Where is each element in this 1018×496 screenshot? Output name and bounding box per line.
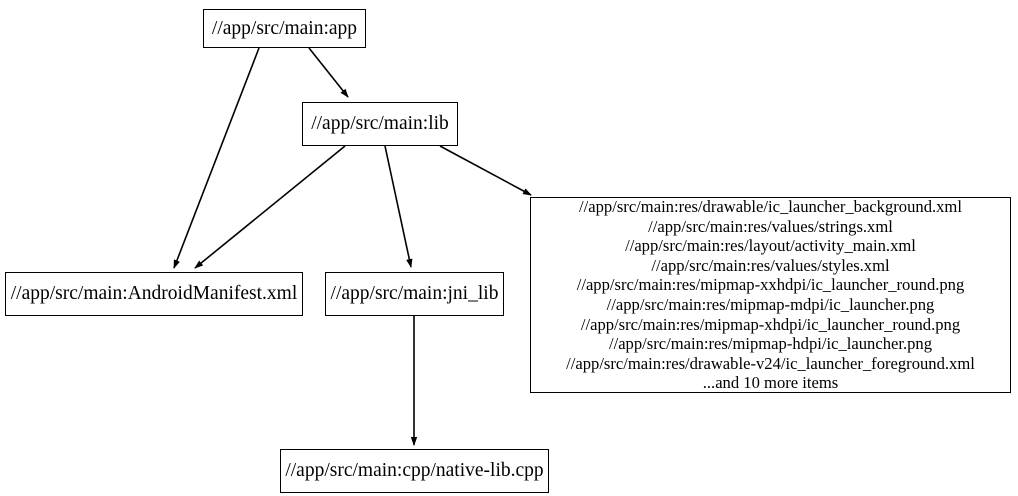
node-jni-lib-label: //app/src/main:jni_lib (330, 283, 499, 305)
edge-app-to-lib (308, 47, 349, 98)
node-jni-lib[interactable]: //app/src/main:jni_lib (325, 272, 504, 316)
node-android-manifest-label: //app/src/main:AndroidManifest.xml (10, 283, 298, 305)
node-app-label: //app/src/main:app (211, 17, 358, 39)
node-native-lib-cpp-label: //app/src/main:cpp/native-lib.cpp (285, 460, 544, 482)
node-native-lib-cpp[interactable]: //app/src/main:cpp/native-lib.cpp (280, 449, 549, 493)
edge-lib-to-jni-lib (384, 145, 413, 268)
edge-app-to-manifest (173, 47, 260, 269)
edge-lib-to-res-aggregate (439, 145, 532, 196)
node-android-manifest[interactable]: //app/src/main:AndroidManifest.xml (5, 272, 303, 316)
node-lib-label: //app/src/main:lib (311, 113, 449, 135)
edge-lib-to-manifest (194, 145, 346, 269)
node-lib[interactable]: //app/src/main:lib (302, 102, 458, 146)
node-res-aggregate[interactable]: //app/src/main:res/drawable/ic_launcher_… (530, 197, 1011, 393)
node-app[interactable]: //app/src/main:app (203, 9, 366, 48)
node-res-aggregate-label: //app/src/main:res/drawable/ic_launcher_… (566, 197, 975, 393)
